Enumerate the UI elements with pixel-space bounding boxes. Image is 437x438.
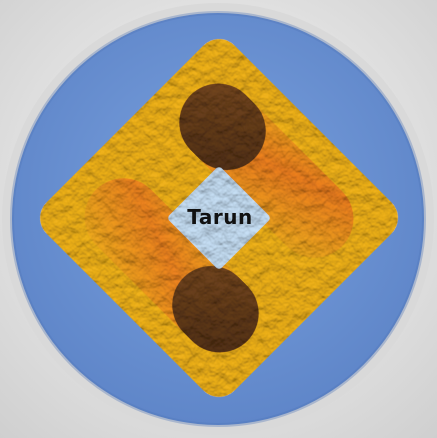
brown-cap-right — [172, 265, 259, 353]
center-square — [168, 167, 270, 269]
logo-text: Tarun — [187, 205, 253, 229]
brown-cap-left — [179, 83, 266, 171]
diamond-emblem — [40, 39, 398, 397]
disc-edge — [10, 11, 426, 427]
